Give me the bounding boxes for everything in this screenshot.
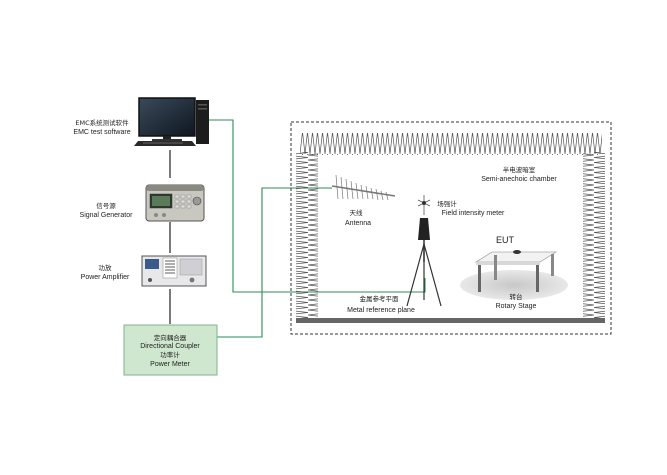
coupler-label-cn: 定向耦合器	[154, 333, 187, 342]
eut-device	[513, 250, 521, 254]
chamber-label-en: Semi-anechoic chamber	[481, 176, 557, 183]
emc-software-label-en: EMC test software	[73, 129, 130, 136]
monitor-screen	[138, 97, 196, 137]
metal-plane-label-cn: 金属参考平面	[360, 294, 400, 303]
rotary-stage-label-cn: 转台	[510, 292, 523, 301]
coupler-label-en: Directional Coupler	[140, 343, 200, 350]
eut-label: EUT	[496, 235, 515, 245]
power-amplifier	[141, 255, 207, 287]
absorber-left-wall	[296, 152, 318, 320]
signal-generator-label-en: Signal Generator	[80, 212, 134, 219]
signal-generator-label-cn: 信号源	[96, 201, 116, 210]
eut-table	[474, 250, 558, 292]
chamber-label-cn: 半电波暗室	[503, 165, 536, 174]
computer-tower	[196, 100, 209, 144]
antenna-label-cn: 天线	[350, 208, 364, 217]
power-meter-label-cn: 功率计	[160, 350, 180, 359]
power-amplifier-label-cn: 功放	[99, 263, 113, 272]
field-meter-label-cn: 场强计	[437, 199, 457, 208]
power-meter-label-en: Power Meter	[150, 361, 190, 368]
metal-plane-label-en: Metal reference plane	[347, 307, 415, 314]
coupler-meter-box	[123, 324, 218, 376]
metal-floor	[296, 318, 605, 323]
log-periodic-antenna	[331, 174, 396, 201]
semi-anechoic-chamber	[290, 121, 612, 335]
absorber-ceiling	[300, 133, 602, 155]
software-to-field-meter-line	[208, 119, 426, 293]
antenna-label-en: Antenna	[345, 220, 371, 227]
absorber-right-wall	[583, 152, 605, 320]
computer	[134, 97, 209, 146]
emc-software-label-cn: EMC系统测试软件	[75, 118, 129, 127]
field-meter-label-en: Field intensity meter	[442, 210, 505, 217]
signal-generator	[145, 184, 205, 222]
field-intensity-meter	[406, 195, 442, 307]
power-amplifier-label-en: Power Amplifier	[81, 274, 130, 281]
chamber-outline	[290, 121, 612, 335]
rotary-stage-label-en: Rotary Stage	[496, 303, 537, 310]
rotary-stage	[460, 270, 568, 300]
tripod	[406, 243, 442, 307]
